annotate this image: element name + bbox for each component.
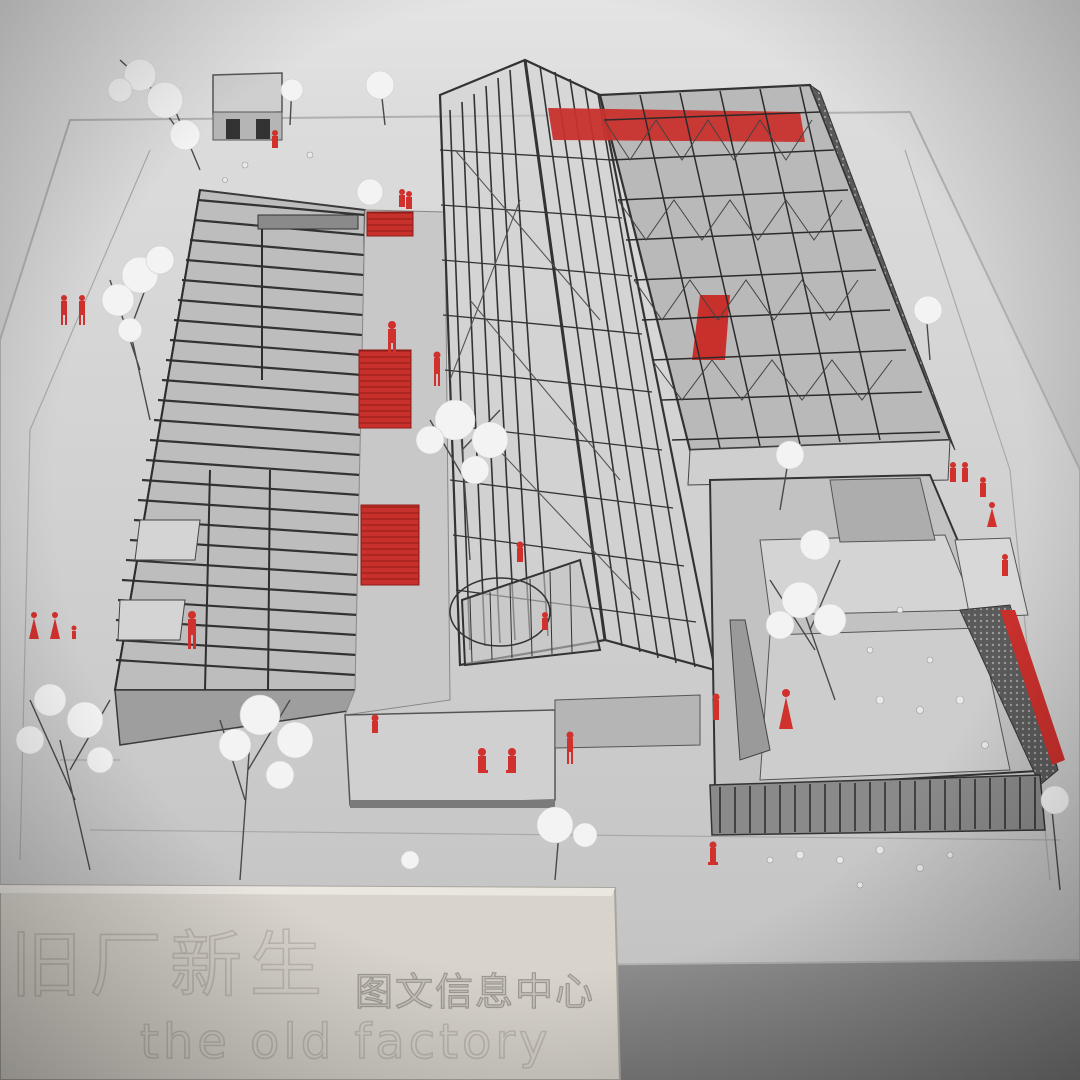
title-sign-board: 旧厂新生 图文信息中心 the old factory [0, 883, 622, 1080]
sign-subtitle-cn: 图文信息中心 [355, 970, 595, 1014]
sign-title-en: the old factory [140, 1014, 552, 1070]
gatehouse [212, 72, 283, 141]
sign-title-cn: 旧厂新生 [10, 923, 330, 1007]
